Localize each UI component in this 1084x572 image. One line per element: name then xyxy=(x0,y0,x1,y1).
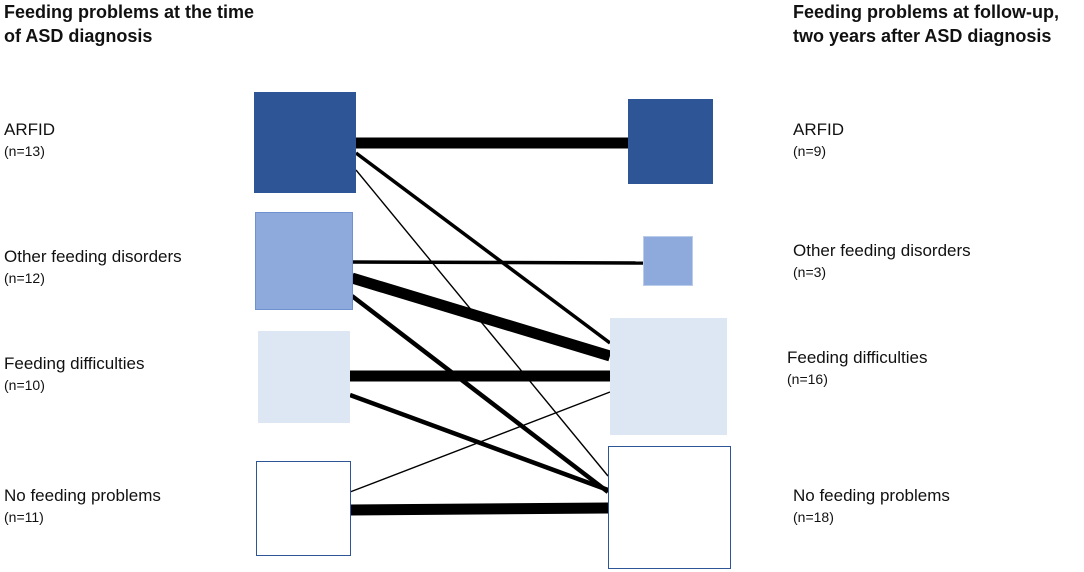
right-arfid-label: ARFID xyxy=(793,120,844,139)
right-box-no-feeding-problems xyxy=(608,446,731,569)
link-other-to-none xyxy=(350,294,610,494)
left-box-no-feeding-problems xyxy=(256,461,351,556)
left-none-label: No feeding problems xyxy=(4,486,161,505)
left-column-title: Feeding problems at the time of ASD diag… xyxy=(4,2,255,46)
left-group-other-feeding-disorders: Other feeding disorders (n=12) xyxy=(4,246,182,288)
right-box-other-feeding-disorders xyxy=(643,236,693,286)
right-group-feeding-difficulties: Feeding difficulties (n=16) xyxy=(787,347,928,389)
left-difficulties-count: (n=10) xyxy=(4,377,45,393)
right-group-no-feeding-problems: No feeding problems (n=18) xyxy=(793,485,950,527)
right-column-title: Feeding problems at follow-up, two years… xyxy=(793,2,1060,46)
right-none-label: No feeding problems xyxy=(793,486,950,505)
right-arfid-count: (n=9) xyxy=(793,143,827,159)
left-box-feeding-difficulties xyxy=(258,331,350,423)
link-none-to-none xyxy=(349,502,609,516)
left-difficulties-label: Feeding difficulties xyxy=(4,354,145,373)
right-box-feeding-difficulties xyxy=(610,318,727,435)
left-box-arfid xyxy=(254,92,356,193)
link-arfid-to-difficulties xyxy=(354,151,612,345)
right-group-arfid: ARFID (n=9) xyxy=(793,119,844,161)
right-group-other-feeding-disorders: Other feeding disorders (n=3) xyxy=(793,240,971,282)
left-arfid-count: (n=13) xyxy=(4,143,45,159)
left-group-feeding-difficulties: Feeding difficulties (n=10) xyxy=(4,353,145,395)
left-none-count: (n=11) xyxy=(4,509,44,525)
left-group-arfid: ARFID (n=13) xyxy=(4,119,55,161)
left-other-count: (n=12) xyxy=(4,270,45,286)
right-difficulties-count: (n=16) xyxy=(787,371,828,387)
left-group-no-feeding-problems: No feeding problems (n=11) xyxy=(4,485,161,527)
right-difficulties-label: Feeding difficulties xyxy=(787,348,928,367)
left-other-label: Other feeding disorders xyxy=(4,247,182,266)
left-box-other-feeding-disorders xyxy=(255,212,353,310)
link-none-to-difficulties xyxy=(349,391,611,493)
right-none-count: (n=18) xyxy=(793,509,834,525)
right-other-count: (n=3) xyxy=(793,264,827,280)
right-box-arfid xyxy=(628,99,713,184)
left-arfid-label: ARFID xyxy=(4,120,55,139)
right-other-label: Other feeding disorders xyxy=(793,241,971,260)
link-other-to-other xyxy=(351,260,644,265)
link-other-to-difficulties xyxy=(350,272,612,362)
